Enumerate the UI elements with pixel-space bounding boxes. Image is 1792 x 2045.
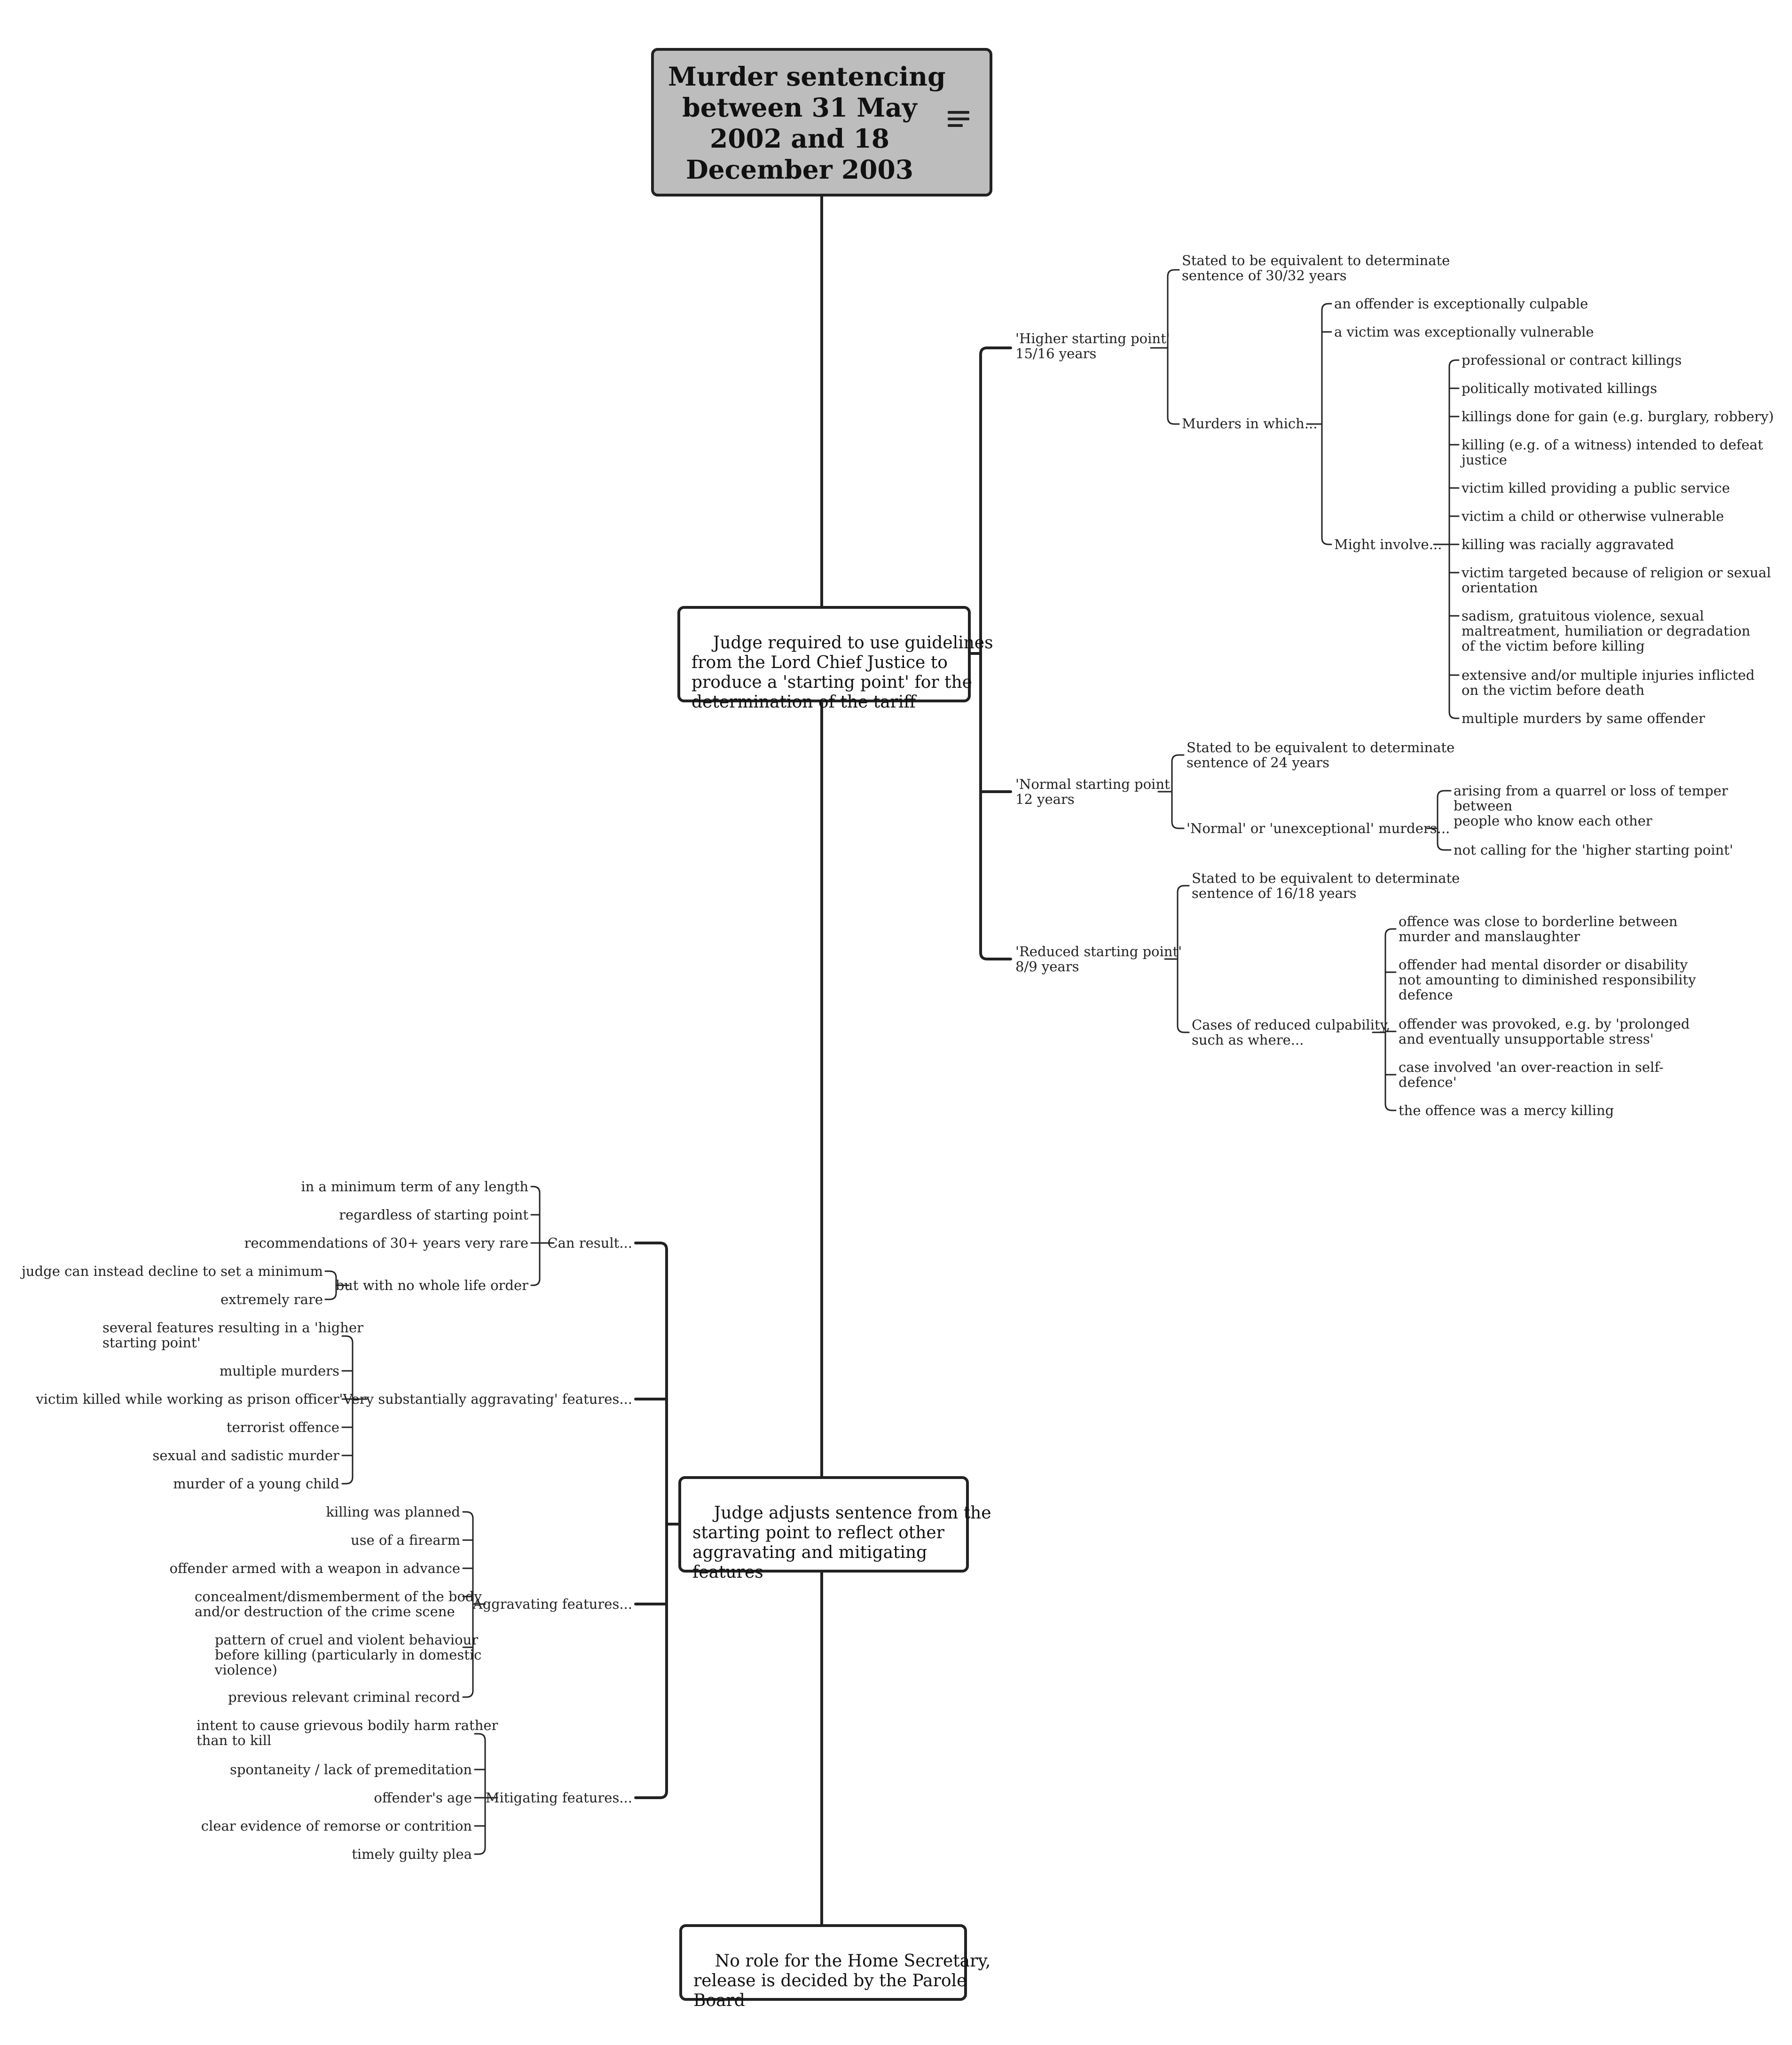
involve-item[interactable]: victim killed providing a public service	[1462, 480, 1730, 496]
reduced-item[interactable]: case involved 'an over-reaction in self-…	[1399, 1059, 1664, 1090]
whole-life-item[interactable]: judge can instead decline to set a minim…	[21, 1263, 323, 1279]
very-aggravating-item[interactable]: sexual and sadistic murder	[152, 1447, 339, 1463]
whole-life-item[interactable]: extremely rare	[220, 1291, 323, 1307]
mitigating-features[interactable]: Mitigating features...	[485, 1790, 632, 1806]
connector-line	[1171, 821, 1185, 829]
root-title: Murder sentencing between 31 May 2002 an…	[668, 61, 946, 185]
connector-line	[462, 1511, 474, 1519]
no-whole-life-order[interactable]: but with no whole life order	[335, 1277, 528, 1293]
very-aggravating-features[interactable]: 'Very substantially aggravating' feature…	[339, 1391, 632, 1407]
connector-line	[1177, 1025, 1190, 1033]
guidelines-node[interactable]: Judge required to use guidelines from th…	[677, 606, 993, 712]
reduced-item[interactable]: the offence was a mercy killing	[1399, 1102, 1614, 1118]
might-involve[interactable]: Might involve...	[1334, 536, 1442, 552]
aggravating-item[interactable]: previous relevant criminal record	[228, 1689, 460, 1705]
very-aggravating-item[interactable]: several features resulting in a 'higher …	[102, 1320, 363, 1351]
connector-line	[1384, 1103, 1397, 1111]
connector-line	[1448, 359, 1460, 368]
reduced-item[interactable]: offence was close to borderline between …	[1399, 913, 1678, 944]
reduced-equivalent[interactable]: Stated to be equivalent to determinate s…	[1192, 870, 1460, 901]
aggravating-features[interactable]: Aggravating features...	[472, 1596, 632, 1612]
aggravating-item[interactable]: concealment/dismemberment of the body an…	[195, 1589, 482, 1620]
connector-line	[1384, 928, 1397, 936]
involve-item[interactable]: victim a child or otherwise vulnerable	[1462, 508, 1724, 524]
involve-item[interactable]: killings done for gain (e.g. burglary, r…	[1462, 409, 1774, 425]
higher-starting-point[interactable]: 'Higher starting point' 15/16 years	[1015, 330, 1170, 362]
normal-equivalent[interactable]: Stated to be equivalent to determinate s…	[1187, 739, 1455, 771]
root-node[interactable]: Murder sentencing between 31 May 2002 an…	[651, 48, 992, 197]
connector-line	[530, 1186, 541, 1194]
adjust-sentence-node-text: Judge adjusts sentence from the starting…	[692, 1503, 991, 1582]
connector-line	[341, 1335, 354, 1344]
connector-line	[1321, 303, 1332, 311]
murders-in-which[interactable]: Murders in which...	[1182, 416, 1318, 432]
connector-line	[979, 951, 1012, 960]
involve-item[interactable]: sadism, gratuitous violence, sexual malt…	[1462, 608, 1751, 654]
guidelines-node-text: Judge required to use guidelines from th…	[692, 633, 993, 712]
connector-line	[1177, 885, 1190, 893]
very-aggravating-item[interactable]: multiple murders	[219, 1363, 339, 1379]
can-result-item[interactable]: recommendations of 30+ years very rare	[244, 1235, 528, 1251]
aggravating-item[interactable]: killing was planned	[326, 1504, 460, 1520]
very-aggravating-item[interactable]: terrorist offence	[226, 1419, 339, 1435]
connector-line	[979, 346, 1012, 356]
connector-line	[530, 1278, 541, 1286]
connector-line	[1167, 417, 1180, 425]
can-result[interactable]: Can result...	[547, 1235, 632, 1251]
mitigating-item[interactable]: offender's age	[374, 1790, 472, 1806]
mitigating-item[interactable]: clear evidence of remorse or contrition	[201, 1818, 472, 1834]
parole-board-node[interactable]: No role for the Home Secretary, release …	[679, 1924, 990, 2010]
menu-lines-icon[interactable]	[948, 111, 970, 130]
normal-item[interactable]: arising from a quarrel or loss of temper…	[1454, 783, 1728, 829]
mitigating-item[interactable]: timely guilty plea	[352, 1846, 472, 1862]
normal-item[interactable]: not calling for the 'higher starting poi…	[1454, 842, 1733, 858]
exceptionally-vulnerable[interactable]: a victim was exceptionally vulnerable	[1334, 324, 1594, 340]
involve-item[interactable]: politically motivated killings	[1462, 380, 1658, 396]
involve-item[interactable]: killing (e.g. of a witness) intended to …	[1462, 437, 1763, 468]
connector-line	[1448, 711, 1460, 719]
exceptionally-culpable[interactable]: an offender is exceptionally culpable	[1334, 296, 1588, 312]
connector-line	[634, 1790, 668, 1799]
involve-item[interactable]: extensive and/or multiple injuries infli…	[1462, 667, 1755, 698]
connector-line	[634, 1242, 668, 1251]
connector-line	[1167, 269, 1180, 277]
connector-line	[462, 1690, 474, 1698]
connector-line	[1321, 537, 1332, 545]
reduced-item[interactable]: offender was provoked, e.g. by 'prolonge…	[1399, 1016, 1690, 1047]
can-result-item[interactable]: regardless of starting point	[339, 1207, 528, 1223]
adjust-sentence-node[interactable]: Judge adjusts sentence from the starting…	[678, 1476, 991, 1582]
connector-line	[324, 1292, 337, 1300]
aggravating-item[interactable]: use of a firearm	[351, 1532, 460, 1548]
mitigating-item[interactable]: spontaneity / lack of premeditation	[230, 1762, 472, 1778]
normal-starting-point[interactable]: 'Normal starting point' 12 years	[1015, 776, 1174, 807]
connector-line	[474, 1847, 486, 1855]
connector-line	[1171, 754, 1185, 763]
can-result-item[interactable]: in a minimum term of any length	[301, 1179, 528, 1195]
involve-item[interactable]: victim targeted because of religion or s…	[1462, 565, 1771, 596]
connector-line	[1437, 790, 1452, 798]
reduced-starting-point[interactable]: 'Reduced starting point' 8/9 years	[1015, 944, 1182, 975]
reduced-item[interactable]: offender had mental disorder or disabili…	[1399, 957, 1696, 1003]
connector-line	[341, 1476, 354, 1485]
reduced-cases[interactable]: Cases of reduced culpability, such as wh…	[1192, 1017, 1391, 1048]
very-aggravating-item[interactable]: victim killed while working as prison of…	[36, 1391, 339, 1407]
mitigating-item[interactable]: intent to cause grievous bodily harm rat…	[196, 1717, 498, 1748]
higher-equivalent[interactable]: Stated to be equivalent to determinate s…	[1182, 252, 1450, 283]
connector-line	[324, 1270, 337, 1279]
aggravating-item[interactable]: offender armed with a weapon in advance	[169, 1560, 460, 1576]
very-aggravating-item[interactable]: murder of a young child	[173, 1476, 339, 1492]
normal-murders[interactable]: 'Normal' or 'unexceptional' murders...	[1187, 820, 1450, 836]
involve-item[interactable]: killing was racially aggravated	[1462, 536, 1674, 552]
parole-board-node-text: No role for the Home Secretary, release …	[693, 1951, 991, 2010]
connector-line	[1437, 842, 1452, 851]
connector-line	[474, 1733, 486, 1741]
aggravating-item[interactable]: pattern of cruel and violent behaviour b…	[215, 1632, 482, 1678]
involve-item[interactable]: multiple murders by same offender	[1462, 710, 1706, 726]
involve-item[interactable]: professional or contract killings	[1462, 352, 1682, 368]
